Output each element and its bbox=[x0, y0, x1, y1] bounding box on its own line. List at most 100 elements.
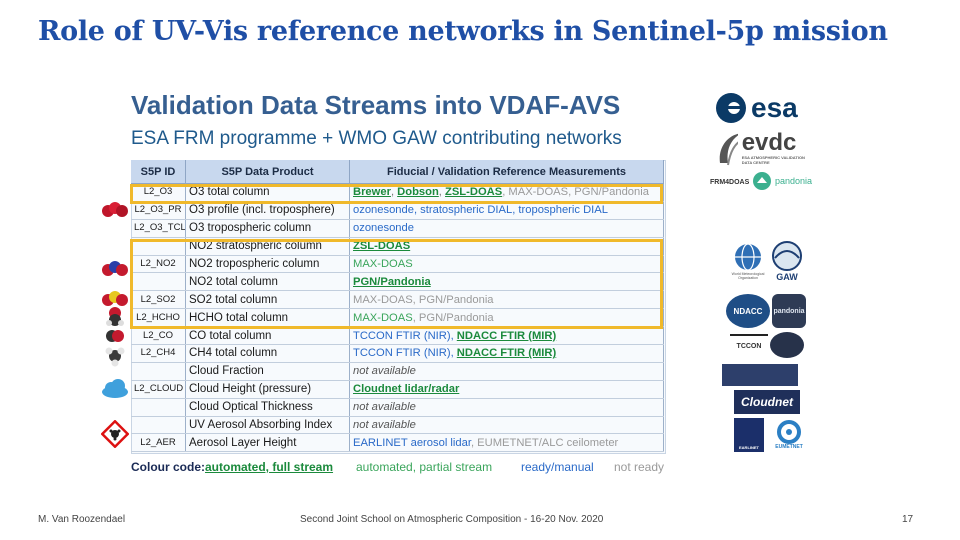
ozone-molecule-icon bbox=[102, 202, 128, 217]
ndacc-logo: NDACC bbox=[726, 294, 770, 328]
eumetnet-emblem-icon bbox=[777, 420, 801, 444]
wmo-globe-icon bbox=[735, 243, 761, 271]
product-cell: O3 profile (incl. troposphere) bbox=[185, 201, 350, 220]
gaw-globe-icon bbox=[772, 241, 802, 271]
swirl-icon bbox=[719, 133, 738, 166]
esa-emblem-icon bbox=[716, 93, 746, 123]
cloud-network-banner bbox=[722, 364, 798, 386]
reference-item: TCCON FTIR (NIR), bbox=[353, 347, 457, 360]
s5p-id-cell: L2_CO bbox=[131, 326, 186, 346]
reference-cell: ozonesonde, stratospheric DIAL, troposph… bbox=[349, 201, 664, 220]
pandonia-network-logo: pandonia bbox=[772, 294, 806, 328]
reference-item: ZSL-DOAS bbox=[353, 240, 411, 253]
reference-item: not available bbox=[353, 401, 416, 414]
reference-item: , MAX-DOAS, PGN/Pandonia bbox=[502, 186, 649, 199]
reference-cell: Cloudnet lidar/radar bbox=[349, 380, 664, 399]
evdc-logo: evdc ESA ATMOSPHERIC VALIDATION DATA CEN… bbox=[714, 128, 810, 168]
s5p-id-cell: L2_HCHO bbox=[131, 308, 186, 328]
gaw-logo: GAW bbox=[768, 238, 806, 284]
header-reference: Fiducial / Validation Reference Measurem… bbox=[349, 160, 664, 184]
wmo-logo: World Meteorological Organization bbox=[729, 238, 767, 284]
reference-item: Brewer bbox=[353, 186, 391, 199]
reference-cell: MAX-DOAS bbox=[349, 255, 664, 274]
co-molecule-icon bbox=[106, 330, 124, 342]
legend-not-ready: not ready bbox=[614, 460, 665, 474]
figure-subheading: ESA FRM programme + WMO GAW contributing… bbox=[131, 128, 622, 149]
reference-cell: not available bbox=[349, 362, 664, 381]
reference-item: ozonesonde, stratospheric DIAL, troposph… bbox=[353, 204, 608, 217]
product-cell: O3 total column bbox=[185, 183, 350, 202]
reference-cell: TCCON FTIR (NIR), NDACC FTIR (MIR) bbox=[349, 344, 664, 363]
reference-cell: MAX-DOAS, PGN/Pandonia bbox=[349, 308, 664, 328]
reference-item: NDACC FTIR (MIR) bbox=[456, 329, 557, 342]
s5p-id-cell bbox=[131, 237, 186, 256]
reference-item: MAX-DOAS bbox=[353, 258, 413, 270]
legend-partial-stream: automated, partial stream bbox=[356, 460, 493, 474]
earlinet-logo: EARLINET bbox=[734, 418, 764, 452]
reference-item: ozonesonde bbox=[353, 222, 414, 235]
slide-title: Role of UV-Vis reference networks in Sen… bbox=[38, 16, 888, 47]
reference-cell: not available bbox=[349, 416, 664, 435]
hcho-molecule-icon bbox=[106, 307, 124, 326]
product-cell: CO total column bbox=[185, 326, 350, 346]
table-header-row: S5P ID S5P Data Product Fiducial / Valid… bbox=[131, 160, 664, 184]
frm4doas-logo: FRM4DOAS bbox=[710, 178, 750, 186]
data-streams-table: S5P ID S5P Data Product Fiducial / Valid… bbox=[131, 160, 664, 453]
product-cell: UV Aerosol Absorbing Index bbox=[185, 416, 350, 435]
reference-cell: ZSL-DOAS bbox=[349, 237, 664, 256]
reference-item: , EUMETNET/ALC ceilometer bbox=[470, 436, 619, 449]
cloud-icon bbox=[102, 379, 128, 398]
footer-event: Second Joint School on Atmospheric Compo… bbox=[300, 514, 604, 525]
reference-cell: EARLINET aerosol lidar, EUMETNET/ALC cei… bbox=[349, 433, 664, 453]
product-cell: CH4 total column bbox=[185, 344, 350, 363]
reference-item: Dobson bbox=[397, 186, 439, 199]
product-cell: SO2 total column bbox=[185, 290, 350, 310]
reference-item: MAX-DOAS bbox=[353, 311, 413, 324]
reference-item: EARLINET aerosol lidar bbox=[353, 436, 471, 449]
s5p-id-cell bbox=[131, 362, 186, 381]
product-cell: NO2 stratospheric column bbox=[185, 237, 350, 256]
s5p-id-cell: L2_SO2 bbox=[131, 290, 186, 310]
s5p-id-cell: L2_CLOUD bbox=[131, 380, 186, 399]
s5p-id-cell: L2_O3_PR bbox=[131, 201, 186, 220]
cloudnet-logo: Cloudnet bbox=[734, 390, 800, 414]
s5p-id-cell bbox=[131, 416, 186, 435]
tccon-logo: TCCON bbox=[730, 334, 768, 356]
aerosol-hazard-icon bbox=[101, 420, 129, 448]
s5p-id-cell: L2_AER bbox=[131, 433, 186, 453]
s5p-id-cell: L2_O3_TCL bbox=[131, 219, 186, 238]
reference-cell: MAX-DOAS, PGN/Pandonia bbox=[349, 290, 664, 310]
product-cell: Cloud Height (pressure) bbox=[185, 380, 350, 399]
product-cell: NO2 tropospheric column bbox=[185, 255, 350, 274]
s5p-id-cell: L2_O3 bbox=[131, 183, 186, 202]
reference-cell: not available bbox=[349, 398, 664, 417]
product-cell: Cloud Fraction bbox=[185, 362, 350, 381]
ndacc-ftir-logo bbox=[770, 332, 804, 358]
product-cell: Cloud Optical Thickness bbox=[185, 398, 350, 417]
pandonia-emblem-icon bbox=[753, 172, 771, 190]
reference-item: , PGN/Pandonia bbox=[412, 311, 494, 324]
so2-molecule-icon bbox=[102, 291, 128, 306]
legend-manual: ready/manual bbox=[521, 460, 594, 474]
reference-item: , bbox=[390, 186, 398, 199]
reference-cell: ozonesonde bbox=[349, 219, 664, 238]
no2-molecule-icon bbox=[102, 261, 128, 276]
reference-item: TCCON FTIR (NIR), bbox=[353, 329, 457, 342]
reference-item: ZSL-DOAS bbox=[445, 186, 503, 199]
eumetnet-logo: EUMETNET bbox=[768, 418, 810, 452]
page-number: 17 bbox=[902, 514, 914, 525]
s5p-id-cell bbox=[131, 398, 186, 417]
reference-cell: Brewer, Dobson, ZSL-DOAS, MAX-DOAS, PGN/… bbox=[349, 183, 664, 202]
reference-item: NDACC FTIR (MIR) bbox=[456, 347, 557, 360]
colour-legend: Colour code: automated, full stream auto… bbox=[131, 460, 664, 474]
product-cell: HCHO total column bbox=[185, 308, 350, 328]
reference-item: not available bbox=[353, 419, 416, 432]
